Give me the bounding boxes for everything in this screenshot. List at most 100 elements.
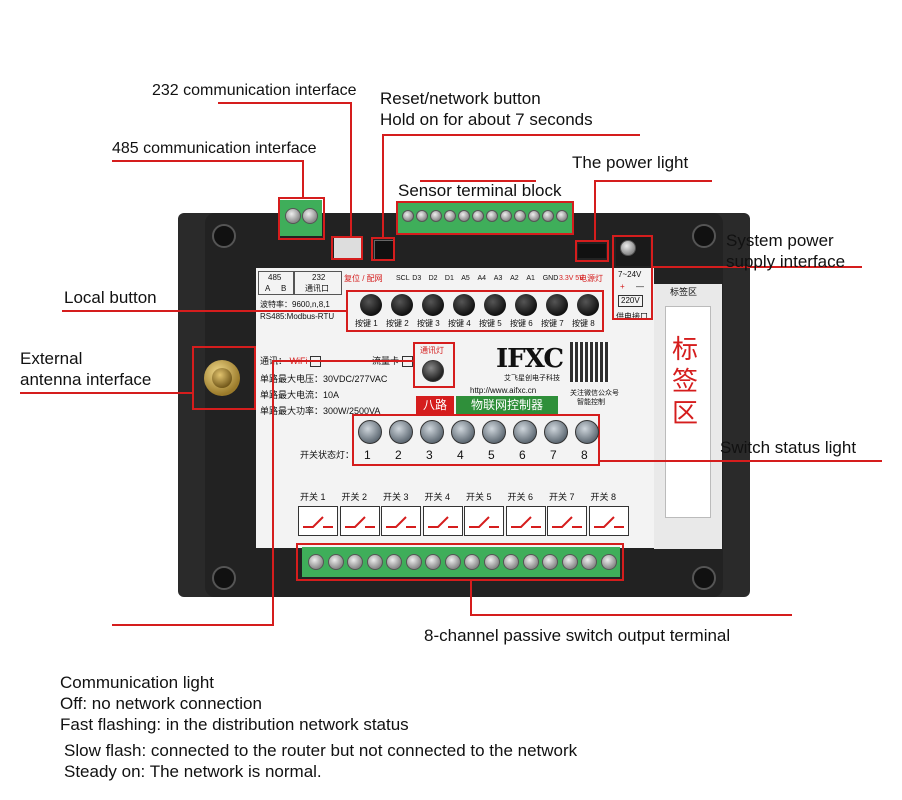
spec-current: 单路最大电流：10A <box>260 390 340 400</box>
local-key-1[interactable] <box>360 294 382 316</box>
screw-icon <box>425 554 441 570</box>
screw-icon <box>542 210 554 222</box>
screw-icon <box>386 554 402 570</box>
screw-icon <box>542 554 558 570</box>
highlight-sensor <box>396 201 574 235</box>
highlight-output-terminal <box>296 543 624 581</box>
local-key-label: 按键 7 <box>541 319 564 328</box>
switch-status-number: 7 <box>550 448 557 462</box>
local-key-label: 按键 2 <box>386 319 409 328</box>
port-485-label: 485 <box>268 273 282 282</box>
switch-status-number: 5 <box>488 448 495 462</box>
sensor-pin-label: D1 <box>444 275 454 282</box>
switch-status-led-4 <box>451 420 475 444</box>
sensor-pin-label: A5 <box>461 275 470 282</box>
screw-icon <box>347 554 363 570</box>
highlight-485 <box>278 197 325 240</box>
screw-icon <box>620 240 636 256</box>
spec-power: 单路最大功率：300W/2500VA <box>260 406 381 416</box>
leader-comm-light <box>272 360 414 362</box>
voltage-label: 7~24V <box>618 270 642 279</box>
screw-icon <box>285 208 301 224</box>
highlight-232 <box>331 236 363 260</box>
local-key-label: 按键 3 <box>417 319 440 328</box>
leader-switch-lights <box>598 460 882 462</box>
minus-label: — <box>636 282 644 291</box>
switch-label: 开关 5 <box>466 492 492 502</box>
220v-label: 220V <box>618 295 643 307</box>
leader-reset <box>382 134 640 136</box>
screw-icon <box>444 554 461 570</box>
callout-sys-power-1: System power <box>726 231 834 250</box>
qr-code <box>570 342 610 382</box>
sensor-pin-label: A4 <box>477 275 487 282</box>
power-light-label: 电源灯 <box>579 274 603 283</box>
switch-status-led-6 <box>513 420 537 444</box>
port-232-sub: 通讯口 <box>305 284 329 293</box>
local-key-5[interactable] <box>484 294 506 316</box>
highlight-comm-light <box>413 342 455 388</box>
leader-485 <box>112 160 304 162</box>
note-line: Steady on: The network is normal. <box>64 762 322 781</box>
screw-icon <box>416 210 428 222</box>
leader-antenna <box>20 392 194 394</box>
local-key-label: 按键 6 <box>510 319 533 328</box>
mount-hole <box>692 566 716 590</box>
sensor-pin-label: GND <box>542 275 559 282</box>
leader-232 <box>218 102 352 104</box>
switch-label: 开关 2 <box>341 492 368 502</box>
sensor-pin-label: 3.3V <box>559 275 574 282</box>
local-key-label: 按键 5 <box>479 319 502 328</box>
note-line: Fast flashing: in the distribution netwo… <box>60 715 409 734</box>
relay-symbol-icon <box>339 506 380 536</box>
local-key-label: 按键 8 <box>572 319 595 328</box>
product-name: 物联网控制器 <box>456 396 558 414</box>
relay-symbol-icon <box>505 506 546 536</box>
screw-icon <box>556 210 568 222</box>
local-key-2[interactable] <box>391 294 413 316</box>
note-line: Off: no network connection <box>60 694 262 713</box>
local-key-6[interactable] <box>515 294 537 316</box>
local-key-3[interactable] <box>422 294 444 316</box>
switch-status-number: 1 <box>364 448 371 462</box>
leader-comm-light <box>272 360 274 626</box>
channels-badge: 八路 <box>416 396 454 414</box>
highlight-switch-lights <box>352 414 600 466</box>
label-zone: 标签区 标签区 <box>665 287 711 518</box>
leader-sensor <box>420 180 536 182</box>
local-key-7[interactable] <box>546 294 568 316</box>
screw-icon <box>486 210 498 222</box>
leader-output <box>470 580 472 616</box>
relay-symbol-icon <box>298 506 338 536</box>
power-port-label: 供电接口 <box>616 312 648 321</box>
leader-485 <box>302 160 304 198</box>
callout-sys-power-2: supply interface <box>726 252 846 271</box>
highlight-power-light <box>575 240 609 262</box>
mount-hole <box>212 224 236 248</box>
relay-symbol-icon <box>588 506 629 536</box>
callout-485: 485 communication interface <box>112 140 317 157</box>
callout-sensor: Sensor terminal block <box>398 181 562 200</box>
screw-icon <box>302 208 318 224</box>
leader-power-light <box>594 180 712 182</box>
callout-power-light: The power light <box>572 153 689 172</box>
reset-label: 复位 / 配网 <box>344 274 383 283</box>
callout-232: 232 communication interface <box>152 82 357 99</box>
wechat-label-1: 关注微信公众号 <box>570 390 619 397</box>
switch-status-led-5 <box>482 420 506 444</box>
callout-output-terminal: 8-channel passive switch output terminal <box>424 626 731 645</box>
local-key-8[interactable] <box>577 294 599 316</box>
leader-comm-light <box>112 624 274 626</box>
local-key-4[interactable] <box>453 294 475 316</box>
spec-voltage: 单路最大电压：30VDC/277VAC <box>260 374 388 384</box>
antenna-connector[interactable] <box>198 352 250 408</box>
screw-icon <box>581 554 597 570</box>
switch-status-led-2 <box>389 420 413 444</box>
callout-reset-line2: Hold on for about 7 seconds <box>380 110 593 129</box>
brand-sub: 艾飞星创电子科技 <box>504 375 560 382</box>
brand-logo: IFXC <box>496 344 564 374</box>
screw-icon <box>366 554 383 570</box>
connector-232[interactable] <box>334 238 362 258</box>
label-zone-small: 标签区 <box>670 287 698 297</box>
switch-label: 开关 6 <box>507 492 534 502</box>
